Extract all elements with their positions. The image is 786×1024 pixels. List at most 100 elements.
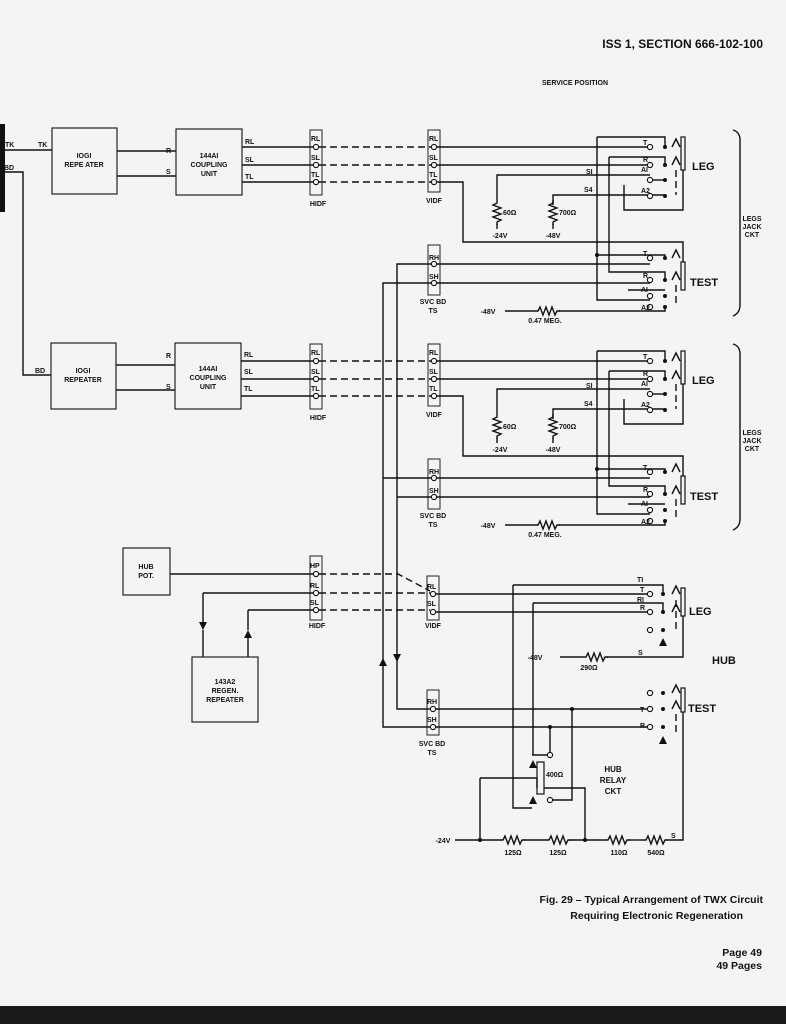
terminal xyxy=(646,626,654,634)
label: 700Ω xyxy=(559,210,577,217)
junction-dot xyxy=(661,707,665,711)
wire xyxy=(559,307,666,312)
hub-relay-label: RELAY xyxy=(600,776,627,785)
terminal xyxy=(429,608,437,616)
terminal xyxy=(312,589,320,597)
label: RL xyxy=(429,350,439,357)
sl-label: SL xyxy=(427,601,437,608)
terminal xyxy=(430,161,438,169)
label: CKT xyxy=(745,446,760,453)
frame-bar xyxy=(0,124,5,212)
terminal xyxy=(646,390,654,398)
wire xyxy=(671,270,681,281)
wire xyxy=(437,181,684,262)
terminal xyxy=(312,178,320,186)
resistor-symbol xyxy=(491,200,503,225)
junction-dot xyxy=(663,359,667,363)
label: R xyxy=(643,157,648,164)
label: S4 xyxy=(584,187,593,194)
wire xyxy=(608,371,666,494)
label: RL xyxy=(311,136,321,143)
wire xyxy=(596,351,650,515)
label: TL xyxy=(429,172,438,179)
label: T xyxy=(643,354,648,361)
hidf-label: HIDF xyxy=(309,623,326,630)
junction-dot xyxy=(663,392,667,396)
wire xyxy=(496,174,650,200)
terminal-strip xyxy=(427,343,441,407)
label: AI xyxy=(641,501,648,508)
leg-circuit-1: TK TK BD IOGI REPE ATER 144AI COUPLING U… xyxy=(4,127,255,196)
wire xyxy=(559,521,666,526)
terminal xyxy=(430,260,438,268)
arrow-down-icon xyxy=(393,654,401,662)
box-label: UNIT xyxy=(201,171,218,178)
hp-label: HP xyxy=(310,563,320,570)
jack-sleeve xyxy=(680,261,686,291)
voltage-label: -48V xyxy=(528,655,543,662)
rl-label: RL xyxy=(427,584,437,591)
wire xyxy=(667,712,684,841)
terminal xyxy=(312,606,320,614)
label: A2 xyxy=(641,402,650,409)
label: LEG xyxy=(692,161,715,173)
junction-dot xyxy=(663,508,667,512)
resistor-symbol xyxy=(547,414,559,439)
box-label: 144AI xyxy=(200,153,219,160)
junction-dot xyxy=(663,163,667,167)
resistor-symbol xyxy=(535,305,560,317)
rl-label: RL xyxy=(310,583,320,590)
label: SVC BD xyxy=(420,299,446,306)
terminal xyxy=(430,493,438,501)
resistor-symbol xyxy=(583,651,608,663)
box-label: IOGI xyxy=(77,153,92,160)
box-label: REPE ATER xyxy=(64,162,103,169)
terminal xyxy=(430,279,438,287)
junction-dot xyxy=(663,294,667,298)
label: SI xyxy=(586,383,593,390)
label: VIDF xyxy=(426,412,443,419)
arrow-down-icon xyxy=(199,622,207,630)
resistor-symbol xyxy=(605,834,630,846)
terminal-strip xyxy=(309,555,323,621)
sl-label: SL xyxy=(310,600,320,607)
box-label: REGEN. xyxy=(212,688,239,695)
wire xyxy=(623,170,684,211)
terminal xyxy=(312,570,320,578)
hub-relay-label: HUB xyxy=(604,765,622,774)
label: A2 xyxy=(641,519,650,526)
regen-repeater-box xyxy=(191,656,259,723)
terminal xyxy=(646,506,654,514)
arrow-up-icon xyxy=(659,638,667,646)
wire xyxy=(623,384,684,425)
terminal-strip xyxy=(309,129,323,196)
label: 0.47 MEG. xyxy=(528,532,562,539)
box-label: COUPLING xyxy=(191,162,229,169)
label: T xyxy=(643,251,648,258)
r1-label: RI xyxy=(637,597,644,604)
label: HIDF xyxy=(310,201,327,208)
arrow-up-icon xyxy=(379,658,387,666)
wire xyxy=(512,585,532,809)
label: JACK xyxy=(742,224,761,231)
label: R xyxy=(643,273,648,280)
vidf-label: VIDF xyxy=(425,623,442,630)
label: SL xyxy=(311,369,321,376)
junction-dot xyxy=(583,838,587,842)
wire xyxy=(480,777,538,788)
label: 0.47 MEG. xyxy=(528,318,562,325)
terminal xyxy=(429,590,437,598)
junction-dot xyxy=(661,691,665,695)
wire xyxy=(396,263,431,710)
wire xyxy=(671,351,681,362)
label: -48V xyxy=(481,309,496,316)
box-label: COUPLING xyxy=(190,375,228,382)
label: LEGS xyxy=(742,216,761,223)
figure-caption-line1: Fig. 29 – Typical Arrangement of TWX Cir… xyxy=(540,894,764,906)
label: A2 xyxy=(641,188,650,195)
terminal xyxy=(430,375,438,383)
wire xyxy=(597,350,666,361)
